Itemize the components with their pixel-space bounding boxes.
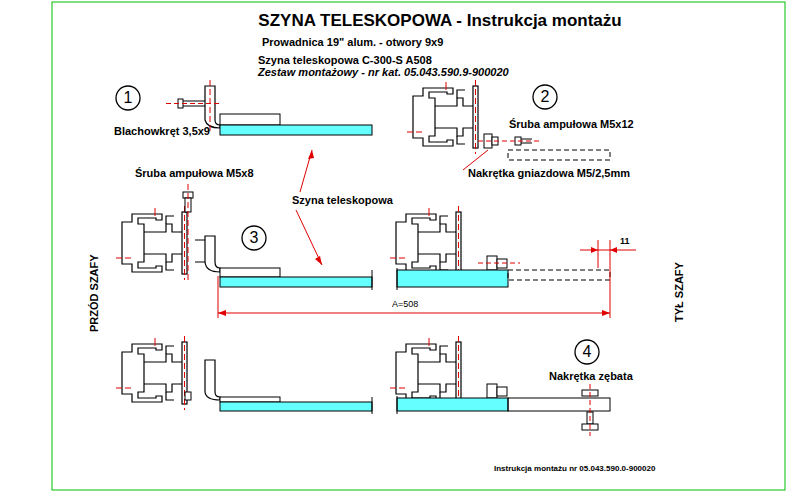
side-label: PRZÓD SZAFY [88,254,101,332]
part-label: Śruba ampułowa M5x8 [135,167,254,180]
drawing-part [220,397,280,402]
drawing-part [610,240,611,318]
drawing-part [508,398,610,411]
drawing-part [296,210,322,265]
drawing-part [188,184,189,280]
drawing-part [397,398,508,411]
drawing-part [183,101,205,102]
drawing-part [205,236,220,272]
drawing-part [508,270,610,280]
callout-number: 3 [241,225,267,251]
drawing-part [508,150,610,160]
rack-profile [390,206,461,280]
circle-outline [116,86,140,110]
dimension: A=508 [392,299,418,309]
drawing-part [580,250,636,251]
callout-number: 1 [115,85,141,111]
drawing-part [205,360,220,400]
drawing-part [218,276,219,318]
callout-number: 4 [574,339,600,365]
section-3 [116,150,636,318]
drawing-part [220,125,372,135]
drawing-part [487,384,497,398]
rack-profile [116,336,187,410]
callout-circle: 1 [115,85,141,111]
part-label: Śruba ampułowa M5x12 [509,118,634,131]
drawing-part [205,86,220,128]
spec-note: Zestaw montażowy - nr kat. 05.043.590.9-… [258,66,509,79]
callout-number: 2 [532,84,558,110]
part-label: Nakrętka gniazdowa M5/2,5mm [468,167,630,180]
drawing-part [166,103,222,104]
section-4 [116,336,610,436]
drawing-part [497,387,507,396]
side-label: TYŁ SZAFY [673,262,686,322]
part-label: Szyna teleskopowa [292,194,393,207]
dimension: 11 [620,236,630,246]
callout-circle: 2 [532,84,558,110]
drawing-title: SZYNA TELESKOPOWA - Instrukcja montażu [258,11,621,31]
callout-circle: 4 [574,339,600,365]
drawing-part [218,310,610,316]
spec-note: Szyna teleskopowa C-300-S A508 [258,54,432,67]
drawing-part [372,268,397,290]
drawing-part [591,247,617,253]
drawing-part [220,402,372,411]
drawing-part [372,396,397,414]
circle-outline [242,226,266,250]
frame [52,2,785,490]
drawing-part [183,106,205,107]
drawing-part [478,141,540,142]
circle-outline [575,340,599,364]
part-label: Blachowkręt 3,5x9 [114,125,210,138]
callout-circle: 3 [241,225,267,251]
drawing-part [397,270,508,287]
spec-note: Prowadnica 19" alum. - otwory 9x9 [262,36,443,49]
part-label: Nakrętka zębata [549,370,633,383]
drawing-part [195,240,205,262]
document-number: Instrukcja montażu nr 05.043.590.0-90002… [494,464,655,473]
drawing-part [478,263,520,264]
drawing-part [218,313,610,314]
drawing-part [315,256,322,265]
drawing-part [220,114,280,125]
rack-profile [407,80,478,154]
drawing-part [210,80,211,132]
drawing-part [308,150,314,159]
drawing-part [220,277,372,287]
drawing-part [598,240,599,268]
circle-outline [533,85,557,109]
drawing-part [185,392,191,400]
drawing-part [590,384,591,436]
rack-profile [116,206,187,280]
drawing-part [220,268,280,277]
